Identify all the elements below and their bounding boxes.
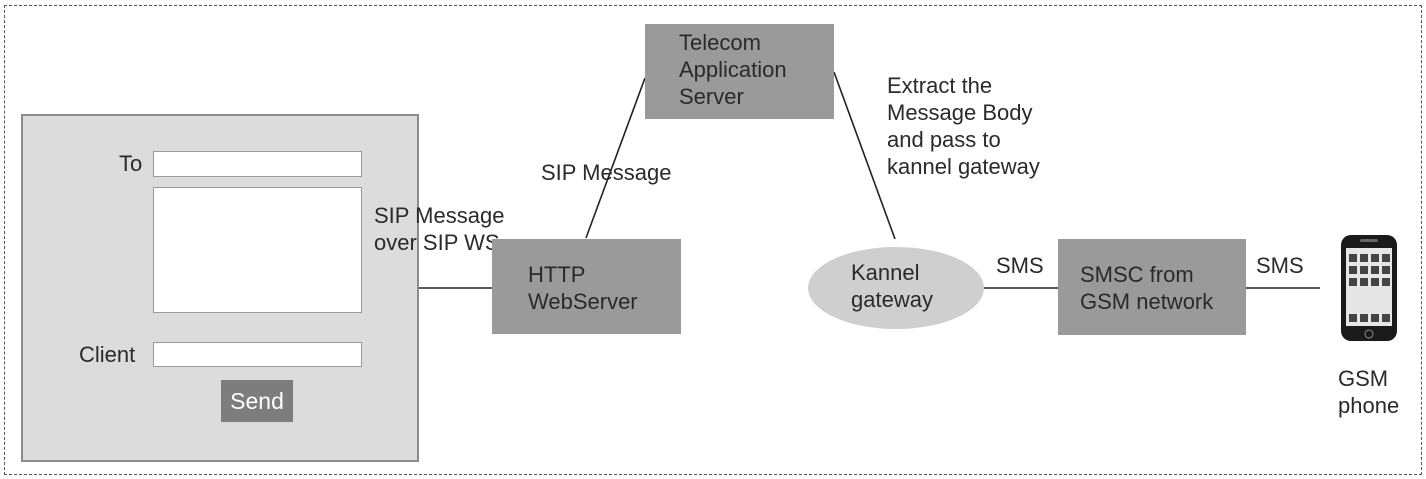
line-telecom-to-kannel [833,71,896,240]
gsm-phone-icon [1341,235,1397,341]
sip-message-label: SIP Message [541,160,672,185]
extract-label: Extract the Message Body and pass to kan… [887,73,1040,179]
message-textarea[interactable] [153,187,362,313]
gsm-phone-label: GSM phone [1338,366,1400,418]
telecom-server-box: Telecom Application Server [645,24,834,119]
client-label: Client [79,342,136,367]
send-button[interactable]: Send [221,380,293,422]
http-webserver-box: HTTP WebServer [492,239,681,334]
smsc-box: SMSC from GSM network [1058,239,1246,335]
kannel-gateway-oval: Kannel gateway [808,247,984,329]
sip-ws-label: SIP Message over SIP WS [374,203,505,255]
sms-label-left: SMS [996,253,1044,278]
to-label: To [119,151,143,176]
sms-label-right: SMS [1256,253,1304,278]
telecom-server-label: Telecom Application Server [679,30,787,109]
to-input[interactable] [153,151,362,177]
client-input[interactable] [153,342,362,367]
http-webserver-label: HTTP WebServer [528,262,638,314]
line-http-to-telecom [585,77,646,239]
kannel-gateway-label: Kannel gateway [851,260,933,312]
diagram-frame [4,5,1422,475]
smsc-label: SMSC from GSM network [1080,262,1214,314]
